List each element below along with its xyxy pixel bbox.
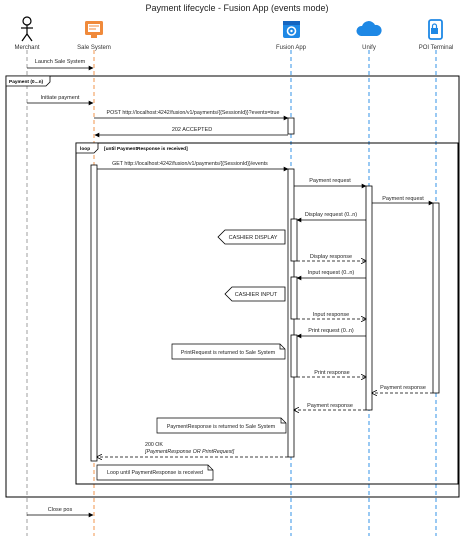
activation-poi-terminal [432,202,440,394]
message-payresp2-label: Payment response [307,403,353,409]
message-inresp-label: Input response [313,312,349,318]
payment-returned-note-fold [280,418,286,424]
message-prresp-label: Print response [314,370,349,376]
message-ok-label-line2: [PaymentResponse OR PrintRequest] [144,449,235,455]
cloud-icon [356,21,382,36]
phone-lock-icon [428,19,443,40]
message-get-label: GET http://localhost:4242/fusion/v1/paym… [112,161,268,167]
print-returned-note [171,343,286,360]
message-ok-label-line1: 200 OK [145,442,163,448]
payment-returned-note-text: PaymentResponse is returned to Sale Syst… [167,424,276,430]
participant-label-fusion-app: Fusion App [276,45,307,51]
outer-frame-tag-box [5,75,51,87]
message-prreq-label: Print request (0..n) [308,328,354,334]
message-inreq-label: Input request (0..n) [308,270,355,276]
payment-returned-note [156,417,287,434]
activation-fusion-input [290,276,298,320]
message-accepted-label: 202 ACCEPTED [172,127,212,133]
participant-label-unify: Unify [362,45,376,51]
loop-until-note-fold [207,465,213,471]
participant-label-sale-system: Sale System [77,45,111,51]
participant-label-merchant: Merchant [14,45,39,51]
loop-frame [75,142,459,485]
cashier-display-label: CASHIER DISPLAY [229,235,278,241]
loop-frame-tag-box [75,142,99,154]
loop-until-note-text: Loop until PaymentResponse is received [107,470,203,476]
cashier-input-label: CASHIER INPUT [235,292,278,298]
diagram-title: Payment lifecycle - Fusion App (events m… [145,3,328,13]
message-dispreq-label: Display request (0..n) [305,212,357,218]
activation-fusion-print [290,334,298,378]
activation-fusion-display [290,218,298,262]
stick-figure-icon [21,16,33,42]
print-returned-note-fold [279,344,285,350]
message-payreq2-label: Payment request [382,196,424,202]
message-post-label: POST http://localhost:4242/fusion/v1/pay… [107,110,280,116]
loop-frame-guard: [until PaymentResponse is received] [104,146,188,152]
loop-until-note [96,464,214,481]
cashier-input-state [224,286,286,302]
message-initiate-label: Initiate payment [41,95,80,101]
participant-label-poi-terminal: POI Terminal [419,45,454,51]
cashier-display-state [217,229,286,245]
outer-frame [5,75,460,498]
monitor-icon [85,21,103,38]
activation-fusion-post [287,117,295,135]
message-payreq-label: Payment request [309,178,351,184]
gear-window-icon [283,21,300,38]
message-payresp-label: Payment response [380,385,426,391]
message-close-label: Close pos [48,507,73,513]
activation-sale-system [90,164,98,462]
message-dispresp-label: Display response [310,254,352,260]
outer-frame-tag: Payment (0...n) [9,79,44,85]
print-returned-note-text: PrintRequest is returned to Sale System [181,350,276,356]
activation-unify [365,185,373,411]
loop-frame-tag: loop [80,146,90,152]
message-launch-label: Launch Sale System [35,59,86,65]
